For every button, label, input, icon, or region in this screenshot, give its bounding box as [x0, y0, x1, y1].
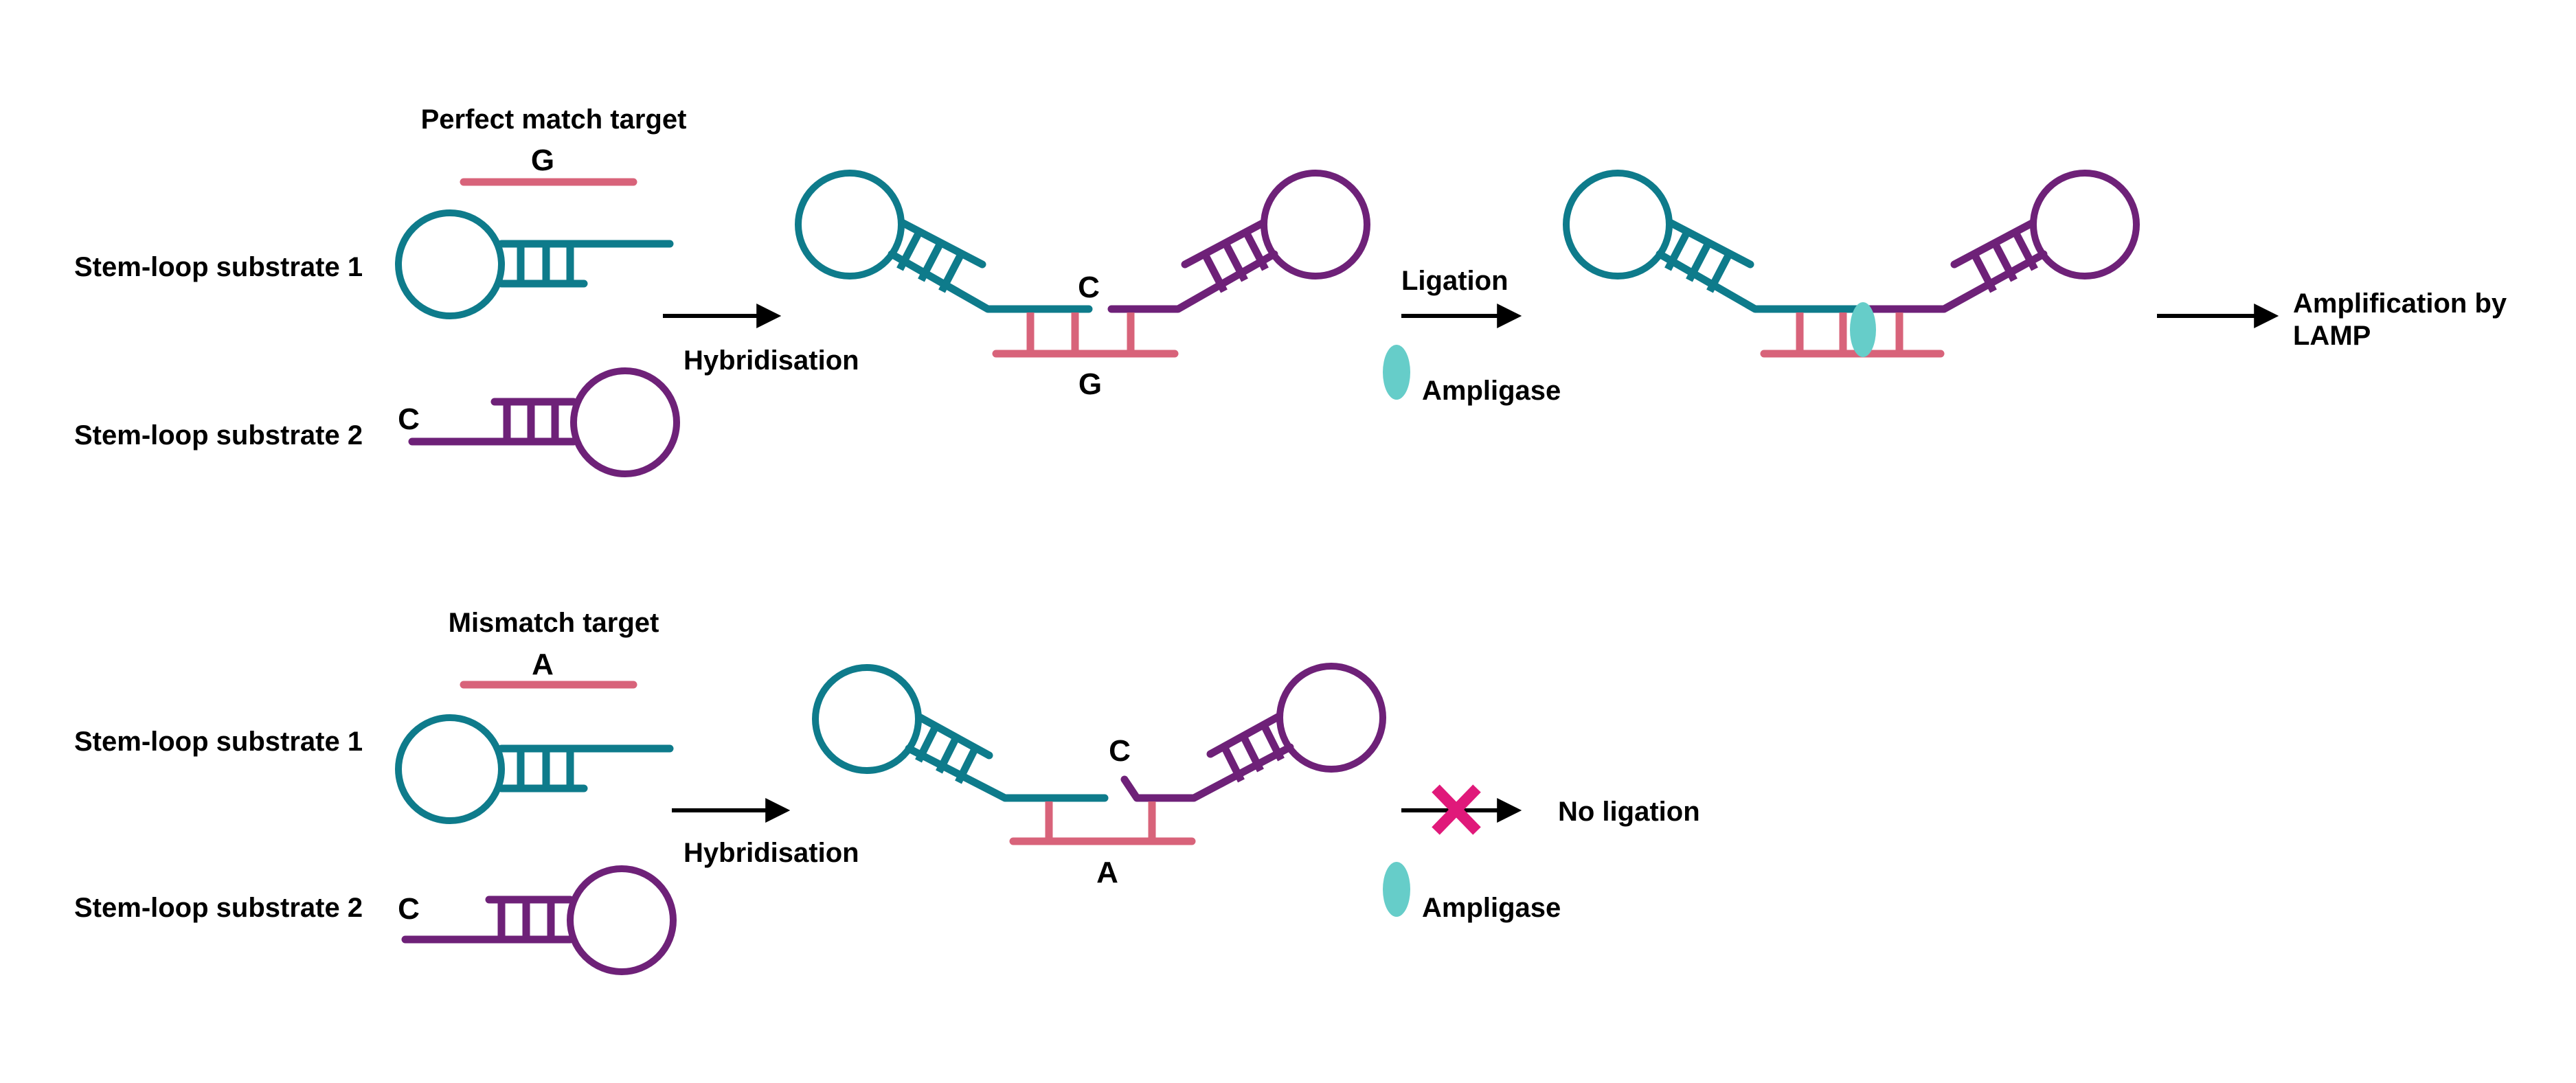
stem-loop-circle [570, 367, 680, 477]
top-hybrid-complex: C G [795, 170, 1370, 401]
stem-rung [896, 231, 922, 271]
stem-loop-circle [395, 714, 505, 824]
bottom-substrate1 [395, 714, 674, 824]
stem-rung [938, 253, 964, 293]
perfect-target-base: G [531, 144, 554, 177]
bottom-substrate1-label: Stem-loop substrate 1 [74, 727, 363, 757]
stem-rung [1202, 253, 1228, 293]
perfect-match-target-label: Perfect match target [421, 104, 687, 135]
stem-rung [1221, 744, 1245, 783]
ampligase-enzyme-icon [1383, 862, 1410, 917]
top-substrate2-label: Stem-loop substrate 2 [74, 420, 363, 451]
substrate2-mismatched-arm [1120, 743, 1294, 802]
bottom-ampligase-label: Ampligase [1422, 893, 1561, 923]
substrate1-ligated-arm [1656, 250, 1866, 313]
mismatch-target-base: A [532, 648, 554, 681]
stem-rung [1706, 253, 1732, 293]
stem-loop-circle [1276, 663, 1386, 773]
mismatch-target-label: Mismatch target [449, 608, 659, 638]
stem-rung [918, 242, 943, 282]
top-substrate1-label: Stem-loop substrate 1 [74, 252, 363, 282]
stem-rung [1992, 242, 2018, 282]
mismatch-panel: Stem-loop substrate 1 Stem-loop substrat… [74, 608, 1700, 975]
stem-rung [1686, 242, 1711, 282]
substrate1-hybridised-arm [905, 744, 1109, 802]
bottom-substrate2-base: C [398, 892, 420, 926]
stem-rung [1664, 231, 1690, 271]
bottom-substrate2: C [398, 865, 677, 975]
stem-loop-circle [2030, 170, 2140, 280]
substrate1-hybridised-arm [888, 250, 1093, 313]
stem-rung [2013, 231, 2038, 271]
amplification-label-line2: LAMP [2293, 321, 2371, 351]
stem-loop-circle [812, 664, 922, 774]
top-hybrid-bottom-base: G [1078, 367, 1102, 401]
stem-rung [1240, 734, 1264, 773]
bottom-hybrid-bottom-base: A [1096, 856, 1118, 889]
stem-rung [955, 746, 979, 784]
stem-loop-circle [1563, 170, 1673, 280]
bottom-hybrid-top-base: C [1109, 734, 1131, 768]
ampligase-enzyme-icon [1383, 345, 1410, 400]
stem-rung [915, 725, 939, 763]
bottom-hybridisation-label: Hybridisation [683, 838, 859, 868]
top-hybridisation-label: Hybridisation [683, 345, 859, 376]
stem-loop-circle [395, 209, 505, 319]
top-substrate2-base: C [398, 402, 420, 436]
bottom-hybrid-complex: C A [812, 663, 1386, 889]
top-substrate1 [395, 209, 674, 319]
substrate2-stem-arm [1950, 219, 2036, 269]
stem-loop-circle [795, 170, 905, 280]
stem-rung [1223, 242, 1248, 282]
top-substrate2: C [398, 367, 680, 477]
stem-rung [1243, 231, 1269, 271]
stem-rung [1261, 723, 1285, 762]
ligated-complex [1563, 170, 2140, 358]
top-ampligase-label: Ampligase [1422, 376, 1561, 406]
stem-rung [936, 736, 960, 774]
top-hybrid-top-base: C [1078, 271, 1100, 304]
stem-rung [1971, 253, 1997, 293]
substrate1-stem-arm [1667, 219, 1754, 269]
no-ligation-label: No ligation [1558, 797, 1700, 827]
amplification-label-line1: Amplification by [2293, 288, 2507, 319]
stem-loop-circle [567, 865, 677, 975]
perfect-match-panel: Stem-loop substrate 1 Stem-loop substrat… [74, 104, 2507, 477]
substrate2-stem-arm [1181, 219, 1267, 269]
bottom-substrate2-label: Stem-loop substrate 2 [74, 893, 363, 923]
stem-loop-circle [1261, 170, 1370, 280]
ampligase-enzyme-icon [1850, 302, 1876, 357]
cross-icon [1432, 784, 1481, 835]
substrate1-stem-arm [899, 219, 986, 269]
ligation-label: Ligation [1401, 266, 1509, 296]
